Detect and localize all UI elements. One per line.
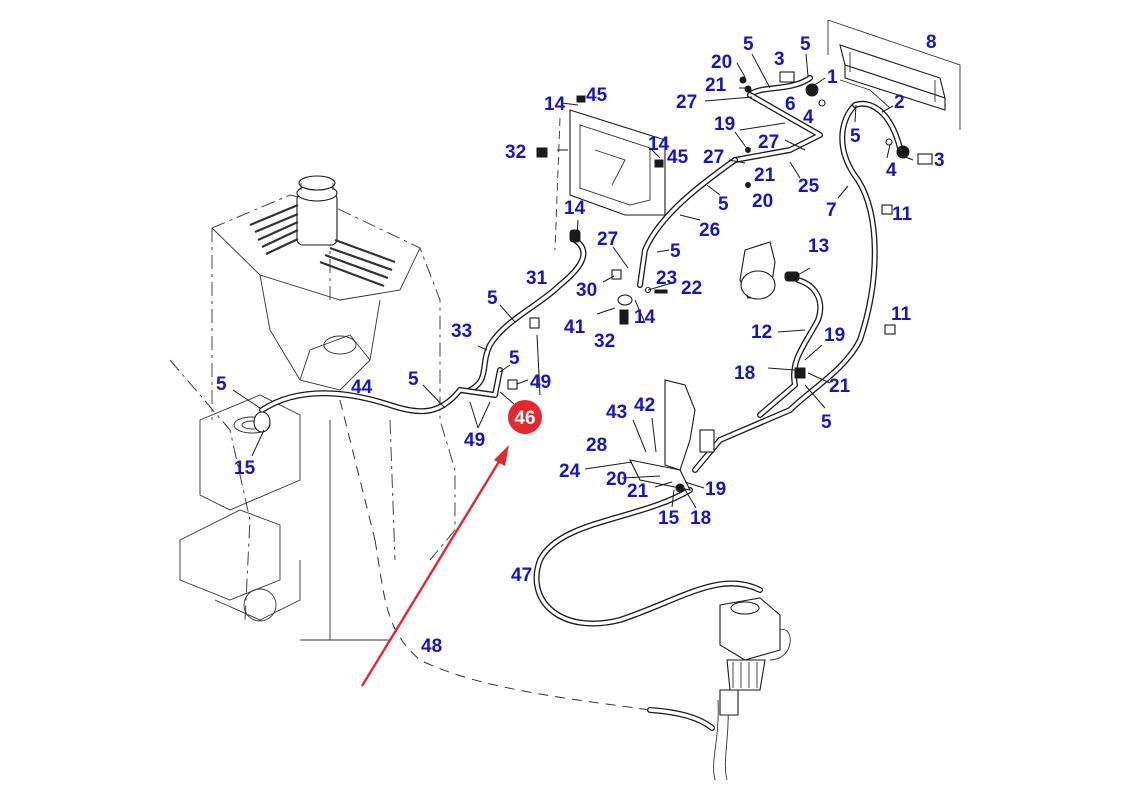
filter-bracket: [629, 379, 715, 491]
callout[interactable]: 44: [351, 377, 373, 398]
callout[interactable]: 3: [774, 49, 785, 70]
callout[interactable]: 45: [586, 85, 608, 106]
callout[interactable]: 12: [751, 322, 772, 343]
priming-pump: [739, 241, 800, 300]
callout[interactable]: 28: [586, 435, 607, 456]
callout[interactable]: 5: [743, 34, 754, 55]
callout[interactable]: 21: [705, 75, 727, 96]
fuel-pump: [719, 597, 791, 716]
badge-label: 46: [514, 408, 535, 429]
callout[interactable]: 5: [408, 369, 419, 390]
callout[interactable]: 43: [606, 402, 627, 423]
callout[interactable]: 7: [826, 200, 837, 221]
callout[interactable]: 21: [627, 481, 649, 502]
callout[interactable]: 21: [754, 165, 776, 186]
callout[interactable]: 24: [559, 461, 581, 482]
callout[interactable]: 49: [464, 430, 485, 451]
callout[interactable]: 48: [421, 636, 442, 657]
callout[interactable]: 14: [648, 134, 670, 155]
callout[interactable]: 1: [827, 67, 838, 88]
callout[interactable]: 47: [511, 565, 532, 586]
highlight-badge[interactable]: 46: [508, 400, 542, 434]
ecu-module: [536, 95, 666, 251]
callout[interactable]: 5: [509, 348, 520, 369]
callout[interactable]: 5: [850, 126, 861, 147]
chassis: [179, 394, 390, 641]
callout[interactable]: 5: [821, 412, 832, 433]
callout[interactable]: 20: [606, 469, 627, 490]
filler-cap: [296, 175, 338, 246]
callout[interactable]: 14: [634, 307, 656, 328]
callout[interactable]: 13: [808, 236, 829, 257]
callout[interactable]: 32: [594, 331, 615, 352]
callout[interactable]: 5: [216, 374, 227, 395]
callout[interactable]: 14: [544, 94, 566, 115]
callout[interactable]: 19: [705, 479, 726, 500]
hoses: [259, 75, 903, 781]
callout[interactable]: 18: [734, 363, 755, 384]
callout[interactable]: 33: [451, 321, 472, 342]
callout[interactable]: 45: [667, 147, 689, 168]
callout[interactable]: 2: [894, 92, 905, 113]
callout[interactable]: 5: [487, 288, 498, 309]
callout[interactable]: 15: [658, 508, 680, 529]
callout[interactable]: 23: [656, 268, 677, 289]
callout[interactable]: 25: [798, 176, 820, 197]
callout[interactable]: 22: [681, 278, 702, 299]
fuel-cooler: [827, 19, 961, 130]
callout[interactable]: 11: [891, 304, 912, 325]
callout[interactable]: 49: [530, 372, 551, 393]
callout[interactable]: 19: [714, 114, 735, 135]
callout[interactable]: 31: [526, 268, 548, 289]
callout[interactable]: 18: [690, 508, 711, 529]
callout[interactable]: 5: [670, 241, 681, 262]
callout[interactable]: 3: [934, 150, 945, 171]
callout[interactable]: 6: [785, 94, 796, 115]
callout[interactable]: 15: [234, 458, 256, 479]
fuel-tank: [169, 194, 456, 621]
callout[interactable]: 21: [829, 376, 851, 397]
callout[interactable]: 11: [892, 204, 913, 225]
callout[interactable]: 20: [752, 191, 773, 212]
callout[interactable]: 42: [634, 395, 655, 416]
highlight-arrow: [360, 445, 509, 687]
callout[interactable]: 4: [803, 107, 814, 128]
callout-labels: 20 5 3 5 8 21 1 27 6 2 4 19 5 27 27 21 4…: [216, 32, 945, 657]
callout[interactable]: 5: [800, 34, 811, 55]
callout[interactable]: 27: [703, 147, 724, 168]
callout[interactable]: 32: [505, 142, 526, 163]
callout[interactable]: 20: [711, 52, 732, 73]
callout[interactable]: 4: [886, 160, 897, 181]
callout[interactable]: 19: [824, 325, 845, 346]
callout[interactable]: 26: [699, 220, 720, 241]
callout[interactable]: 30: [576, 280, 597, 301]
callout[interactable]: 27: [758, 132, 779, 153]
callout[interactable]: 5: [718, 194, 729, 215]
callout[interactable]: 27: [597, 229, 618, 250]
callout[interactable]: 27: [676, 92, 697, 113]
callout[interactable]: 14: [564, 198, 586, 219]
leader-lines: [232, 53, 914, 509]
tank-grille: [249, 203, 396, 288]
callout[interactable]: 41: [564, 317, 586, 338]
callout[interactable]: 8: [926, 32, 937, 53]
